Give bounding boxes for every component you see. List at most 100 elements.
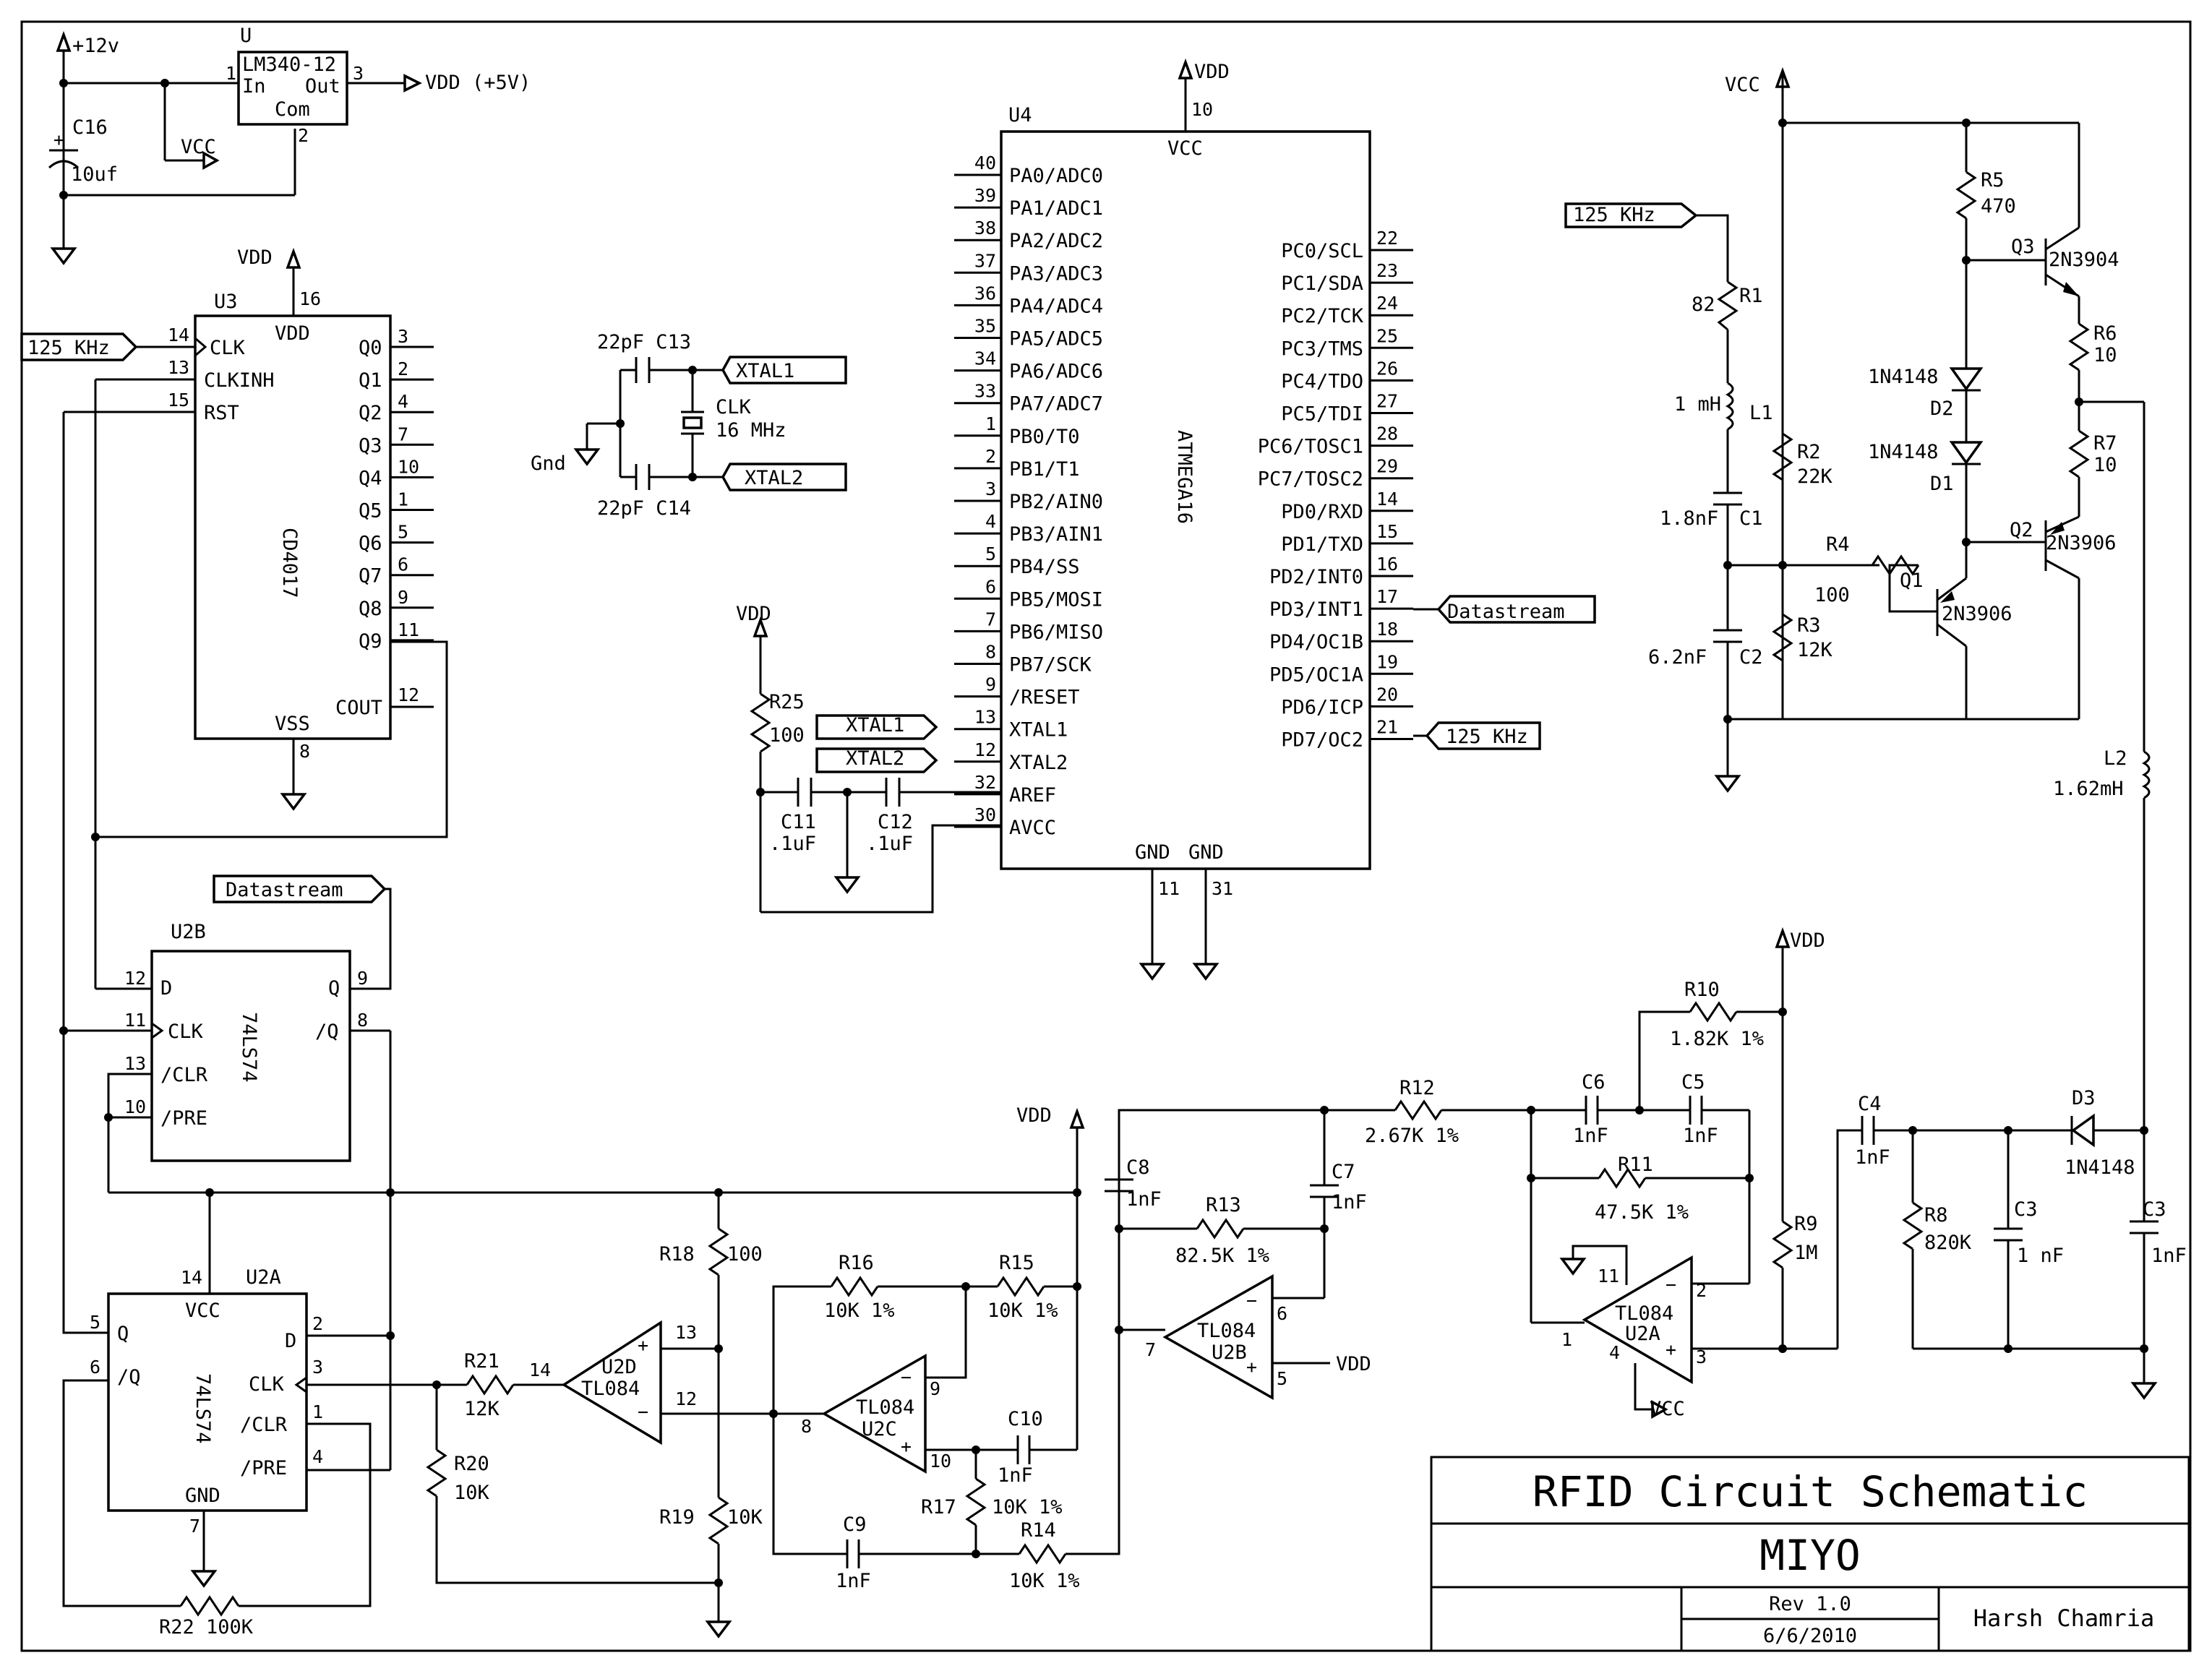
u4-left-pin-label: AVCC bbox=[1009, 817, 1056, 839]
u4-gnd2: GND bbox=[1188, 841, 1224, 864]
r4-value: 100 bbox=[1814, 584, 1850, 606]
d2-part: 1N4148 bbox=[1868, 366, 1939, 388]
u2b-pin8: 8 bbox=[357, 1010, 368, 1031]
c13-label: 22pF C13 bbox=[597, 331, 691, 353]
r18-value: 100 bbox=[727, 1243, 763, 1266]
u4-xtal-flags: XTAL1 XTAL2 bbox=[815, 714, 938, 773]
u4-right-pin-number: 22 bbox=[1376, 228, 1398, 249]
svg-text:−: − bbox=[1246, 1290, 1257, 1311]
u2a-pre: /PRE bbox=[240, 1457, 287, 1479]
r19-ref: R19 bbox=[659, 1506, 695, 1529]
date: 6/6/2010 bbox=[1763, 1625, 1857, 1647]
u3-output-pin: 9 bbox=[398, 587, 408, 608]
q2-value: 2N3906 bbox=[2046, 532, 2117, 554]
u2b-pre: /PRE bbox=[160, 1107, 207, 1130]
u4-left-pin-label: XTAL1 bbox=[1009, 719, 1068, 742]
u3-output-pin: 2 bbox=[398, 358, 408, 379]
u2a-pin2: 2 bbox=[312, 1313, 323, 1334]
r10-ref: R10 bbox=[1684, 979, 1720, 1001]
u4-right-pin-label: PD6/ICP bbox=[1281, 696, 1363, 718]
regulator-in: In bbox=[242, 75, 266, 98]
u3-output-label: Q8 bbox=[359, 598, 382, 620]
u2a-pin3: 3 bbox=[312, 1357, 323, 1378]
u4-right-pin-label: PC7/TOSC2 bbox=[1258, 468, 1363, 491]
svg-text:+: + bbox=[638, 1335, 648, 1356]
c9-value: 1nF bbox=[836, 1570, 871, 1592]
u4-right-pin-number: 17 bbox=[1376, 586, 1398, 607]
datastream-flag: Datastream bbox=[1447, 601, 1565, 623]
plus12-label: +12v bbox=[72, 35, 119, 57]
u3-rst-label: RST bbox=[204, 402, 239, 424]
u3-output-label: Q4 bbox=[359, 467, 382, 489]
u4-right-pin-label: PC0/SCL bbox=[1281, 240, 1363, 262]
r25-value: 100 bbox=[769, 724, 805, 747]
u4-left-pin-number: 2 bbox=[985, 446, 996, 467]
u4-right-pin-number: 18 bbox=[1376, 619, 1398, 640]
u4-left-pin-number: 12 bbox=[974, 739, 996, 760]
u4-atmega16: U4 VCC ATMEGA16 VDD 10 PA0/ADC040PA1/ADC… bbox=[954, 61, 1439, 980]
r15-ref: R15 bbox=[999, 1252, 1034, 1274]
net-125khz-u3-label: 125 KHz bbox=[27, 337, 110, 359]
q3-value: 2N3904 bbox=[2049, 249, 2119, 271]
u2c-pin9: 9 bbox=[930, 1378, 940, 1399]
r11-value: 47.5K 1% bbox=[1595, 1201, 1689, 1224]
u4-right-pin-label: PC3/TMS bbox=[1281, 338, 1363, 360]
u4-left-pin-number: 33 bbox=[974, 381, 996, 402]
svg-text:+: + bbox=[53, 129, 64, 150]
u4-pin11: 11 bbox=[1158, 878, 1180, 899]
c12-ref: C12 bbox=[878, 811, 913, 833]
u2b-ref: U2B bbox=[171, 921, 206, 943]
u4-right-pin-number: 23 bbox=[1376, 260, 1398, 281]
r9-vdd: VDD bbox=[1790, 929, 1825, 952]
u2d-part: TL084 bbox=[581, 1378, 640, 1400]
r8-ref: R8 bbox=[1924, 1204, 1948, 1227]
u2a-q: Q bbox=[117, 1323, 129, 1345]
u4-left-pin-label: PB4/SS bbox=[1009, 556, 1080, 578]
u4-pin10: 10 bbox=[1191, 99, 1213, 120]
crystal-freq: 16 MHz bbox=[716, 419, 786, 442]
r7-value: 10 bbox=[2093, 454, 2117, 476]
r6-ref: R6 bbox=[2093, 322, 2117, 345]
u2d-ref: U2D bbox=[601, 1356, 637, 1378]
r15-value: 10K 1% bbox=[987, 1300, 1058, 1322]
r20-value: 10K bbox=[454, 1482, 490, 1504]
revision: Rev 1.0 bbox=[1769, 1593, 1851, 1615]
r2-value: 22K bbox=[1797, 465, 1833, 488]
u4-right-pin-label: PC5/TDI bbox=[1281, 403, 1363, 426]
r17-ref: R17 bbox=[921, 1496, 956, 1518]
svg-text:−: − bbox=[901, 1367, 912, 1388]
u2a-part: 74LS74 bbox=[192, 1373, 214, 1444]
u2b-pin10: 10 bbox=[124, 1096, 146, 1117]
u4-left-pin-number: 32 bbox=[974, 772, 996, 793]
u2b-d: D bbox=[160, 977, 172, 1000]
reg-pin3: 3 bbox=[353, 63, 364, 84]
schematic-title: RFID Circuit Schematic bbox=[1532, 1467, 2088, 1516]
u4-left-pin-number: 34 bbox=[974, 348, 996, 369]
l2-ref: L2 bbox=[2104, 747, 2127, 770]
u3-clkinh-label: CLKINH bbox=[204, 369, 275, 392]
crystal-clk: CLK bbox=[716, 396, 752, 418]
r13-value: 82.5K 1% bbox=[1175, 1245, 1269, 1267]
r18-ref: R18 bbox=[659, 1243, 695, 1266]
u3-output-label: Q6 bbox=[359, 533, 382, 555]
d1-part: 1N4148 bbox=[1868, 441, 1939, 463]
xtal2-flag: XTAL2 bbox=[745, 467, 803, 489]
c10-value: 1nF bbox=[998, 1464, 1033, 1487]
u2a-pin14: 14 bbox=[181, 1267, 202, 1288]
u2a-d: D bbox=[285, 1330, 296, 1352]
r21-ref: R21 bbox=[464, 1350, 500, 1373]
u2a-op-vcc: VCC bbox=[1650, 1398, 1685, 1420]
d2-ref: D2 bbox=[1930, 398, 1954, 420]
svg-text:−: − bbox=[1666, 1274, 1676, 1295]
regulator-ref: U bbox=[240, 25, 252, 47]
u4-right-pin-number: 21 bbox=[1376, 717, 1398, 738]
u4-left-pin-number: 3 bbox=[985, 478, 996, 499]
gnd-label: Gnd bbox=[531, 452, 566, 475]
u2a-pin6: 6 bbox=[90, 1357, 100, 1378]
u3-pin8: 8 bbox=[299, 741, 310, 762]
u2a-op-pin4: 4 bbox=[1609, 1342, 1620, 1363]
regulator-box bbox=[237, 51, 348, 126]
u4-right-pin-label: PD0/RXD bbox=[1281, 501, 1363, 523]
u3-cout-label: COUT bbox=[335, 697, 382, 719]
